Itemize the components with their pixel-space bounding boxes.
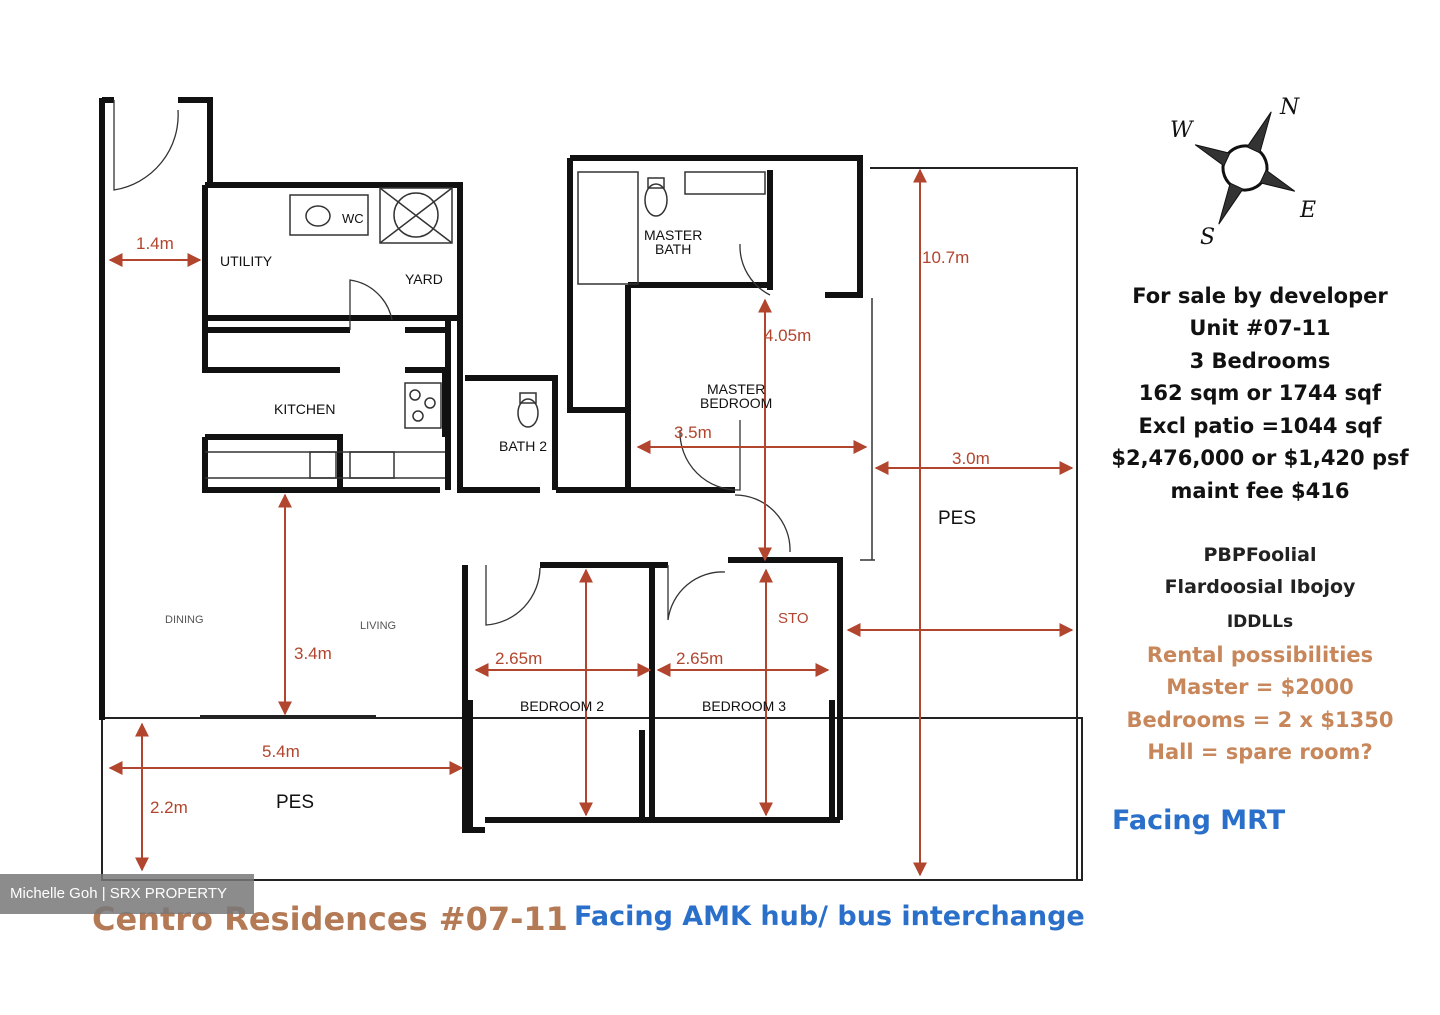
info-line-7: maint fee $416 [1170,479,1350,503]
info-line-5: Excl patio =1044 sqf [1138,414,1382,438]
doors [113,100,791,626]
room-pes-right: PES [938,508,977,529]
faint-line-1: PBPFoolial [1203,544,1317,566]
dim-bedroom2-width: 2.65m [495,649,543,668]
dim-pes-length: 10.7m [922,248,970,267]
fixtures [205,171,875,561]
walls [99,97,863,833]
dimension-lines [108,168,1074,877]
facing-mrt-label: Facing MRT [1112,805,1286,836]
info-line-4: 162 sqm or 1744 sqf [1138,381,1382,405]
compass-e-label: E [1300,198,1317,223]
compass-s-label: S [1200,225,1216,250]
compass-w-label: W [1170,118,1193,143]
room-store: STO [778,610,809,627]
dim-master-length: 4.05m [764,326,812,345]
dim-pes-bottom-width: 5.4m [262,742,300,761]
watermark: Michelle Goh | SRX PROPERTY [0,874,254,914]
room-pes-bottom: PES [276,792,315,813]
facing-hub-label: Facing AMK hub/ bus interchange [574,901,1085,932]
room-bath2: BATH 2 [499,438,547,454]
faint-line-3: IDDLLs [1226,612,1294,632]
info-line-6: $2,476,000 or $1,420 psf [1111,446,1409,470]
site-outline [101,167,1083,881]
info-line-2: Unit #07-11 [1189,316,1331,340]
rental-master: Master = $2000 [1166,675,1354,699]
rental-bedrooms: Bedrooms = 2 x $1350 [1126,708,1394,732]
room-master-bath: MASTER BATH [644,227,703,257]
room-bedroom2: BEDROOM 2 [520,698,605,714]
room-utility: UTILITY [220,253,273,269]
room-living: LIVING [360,620,397,632]
room-master-bedroom: MASTER BEDROOM [700,381,773,411]
room-kitchen: KITCHEN [274,401,336,417]
compass-n-label: N [1280,95,1300,120]
dim-pes-bottom-depth: 2.2m [150,798,188,817]
info-line-1: For sale by developer [1132,284,1388,308]
faint-line-2: Flardoosial Ibojoy [1164,576,1356,598]
dim-living-depth: 3.4m [294,644,332,663]
info-line-3: 3 Bedrooms [1189,349,1331,373]
dim-utility-width: 1.4m [136,234,174,253]
room-yard: YARD [405,271,443,287]
rental-hall: Hall = spare room? [1147,740,1373,764]
room-bedroom3: BEDROOM 3 [702,698,787,714]
room-dining: DINING [165,614,204,626]
rental-title: Rental possibilities [1146,643,1374,667]
dim-pes-width: 3.0m [952,449,990,468]
compass-icon [1194,111,1296,225]
dim-bedroom3-width: 2.65m [676,649,724,668]
dim-master-width: 3.5m [674,423,712,442]
room-wc: WC [342,211,364,226]
